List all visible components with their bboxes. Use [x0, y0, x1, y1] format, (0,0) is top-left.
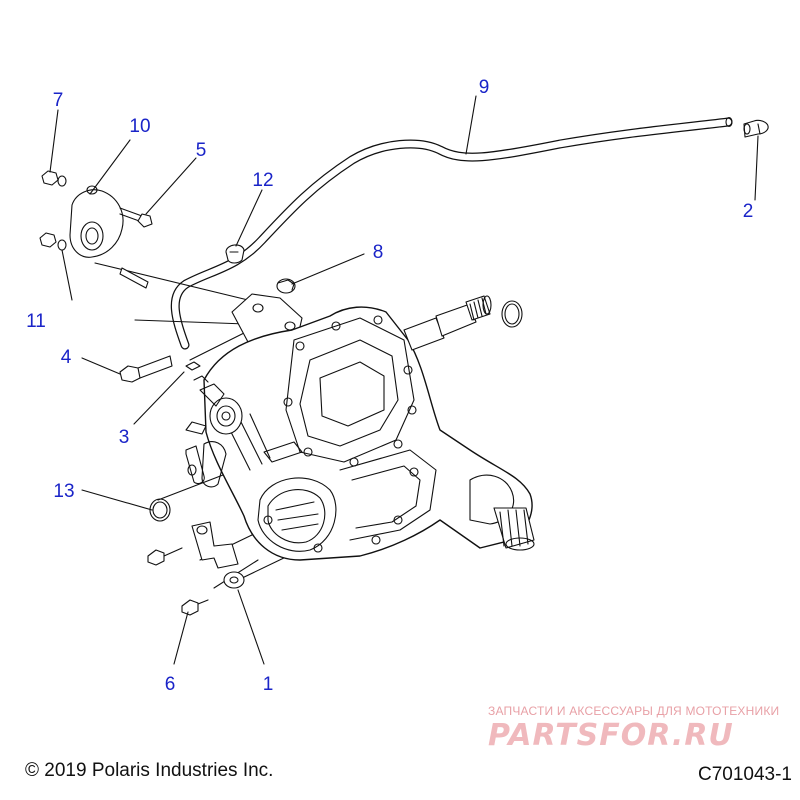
sensor-pickup	[185, 375, 243, 435]
output-shaft-bottom	[469, 474, 535, 551]
callout-1: 1	[263, 674, 274, 695]
nut-11	[39, 232, 67, 251]
bolt-6b	[181, 599, 209, 616]
watermark-tagline: ЗАПЧАСТИ И АКСЕССУАРЫ ДЛЯ МОТОТЕХНИКИ	[488, 704, 780, 718]
o-ring-shaft	[501, 300, 523, 328]
nut-7	[41, 170, 67, 187]
hose-clip	[185, 361, 201, 371]
callout-11: 11	[26, 311, 46, 332]
shift-lever	[185, 441, 227, 488]
bolt-6a	[147, 547, 183, 566]
sensor-cover	[69, 185, 124, 258]
callout-labels: 1 2 3 4 5 6 7 8 9 10 11 12 13	[26, 77, 753, 695]
stud	[119, 267, 149, 289]
bracket-1	[191, 521, 245, 589]
output-shaft-top	[403, 295, 492, 351]
callout-2: 2	[743, 201, 754, 222]
cover-bolts	[263, 315, 419, 553]
callout-10: 10	[129, 116, 150, 137]
bolt-8	[276, 278, 296, 294]
callout-12: 12	[252, 170, 273, 191]
watermark-logo: PARTSFOR.RU	[488, 718, 734, 753]
bolt-5	[119, 207, 153, 228]
callout-13: 13	[53, 481, 74, 502]
callout-9: 9	[479, 77, 490, 98]
diagram-code: C701043-1	[697, 764, 792, 785]
callout-6: 6	[165, 674, 176, 695]
callout-8: 8	[373, 242, 384, 263]
gearcase-body	[203, 293, 533, 561]
hose-fitting	[743, 119, 769, 138]
copyright-text: © 2019 Polaris Industries Inc.	[25, 760, 274, 781]
bolt-4	[119, 355, 173, 383]
callout-3: 3	[119, 427, 130, 448]
leader-lines	[49, 95, 759, 665]
clip-12	[225, 244, 245, 264]
callout-7: 7	[53, 90, 64, 111]
callout-5: 5	[196, 140, 207, 161]
callout-4: 4	[61, 347, 72, 368]
